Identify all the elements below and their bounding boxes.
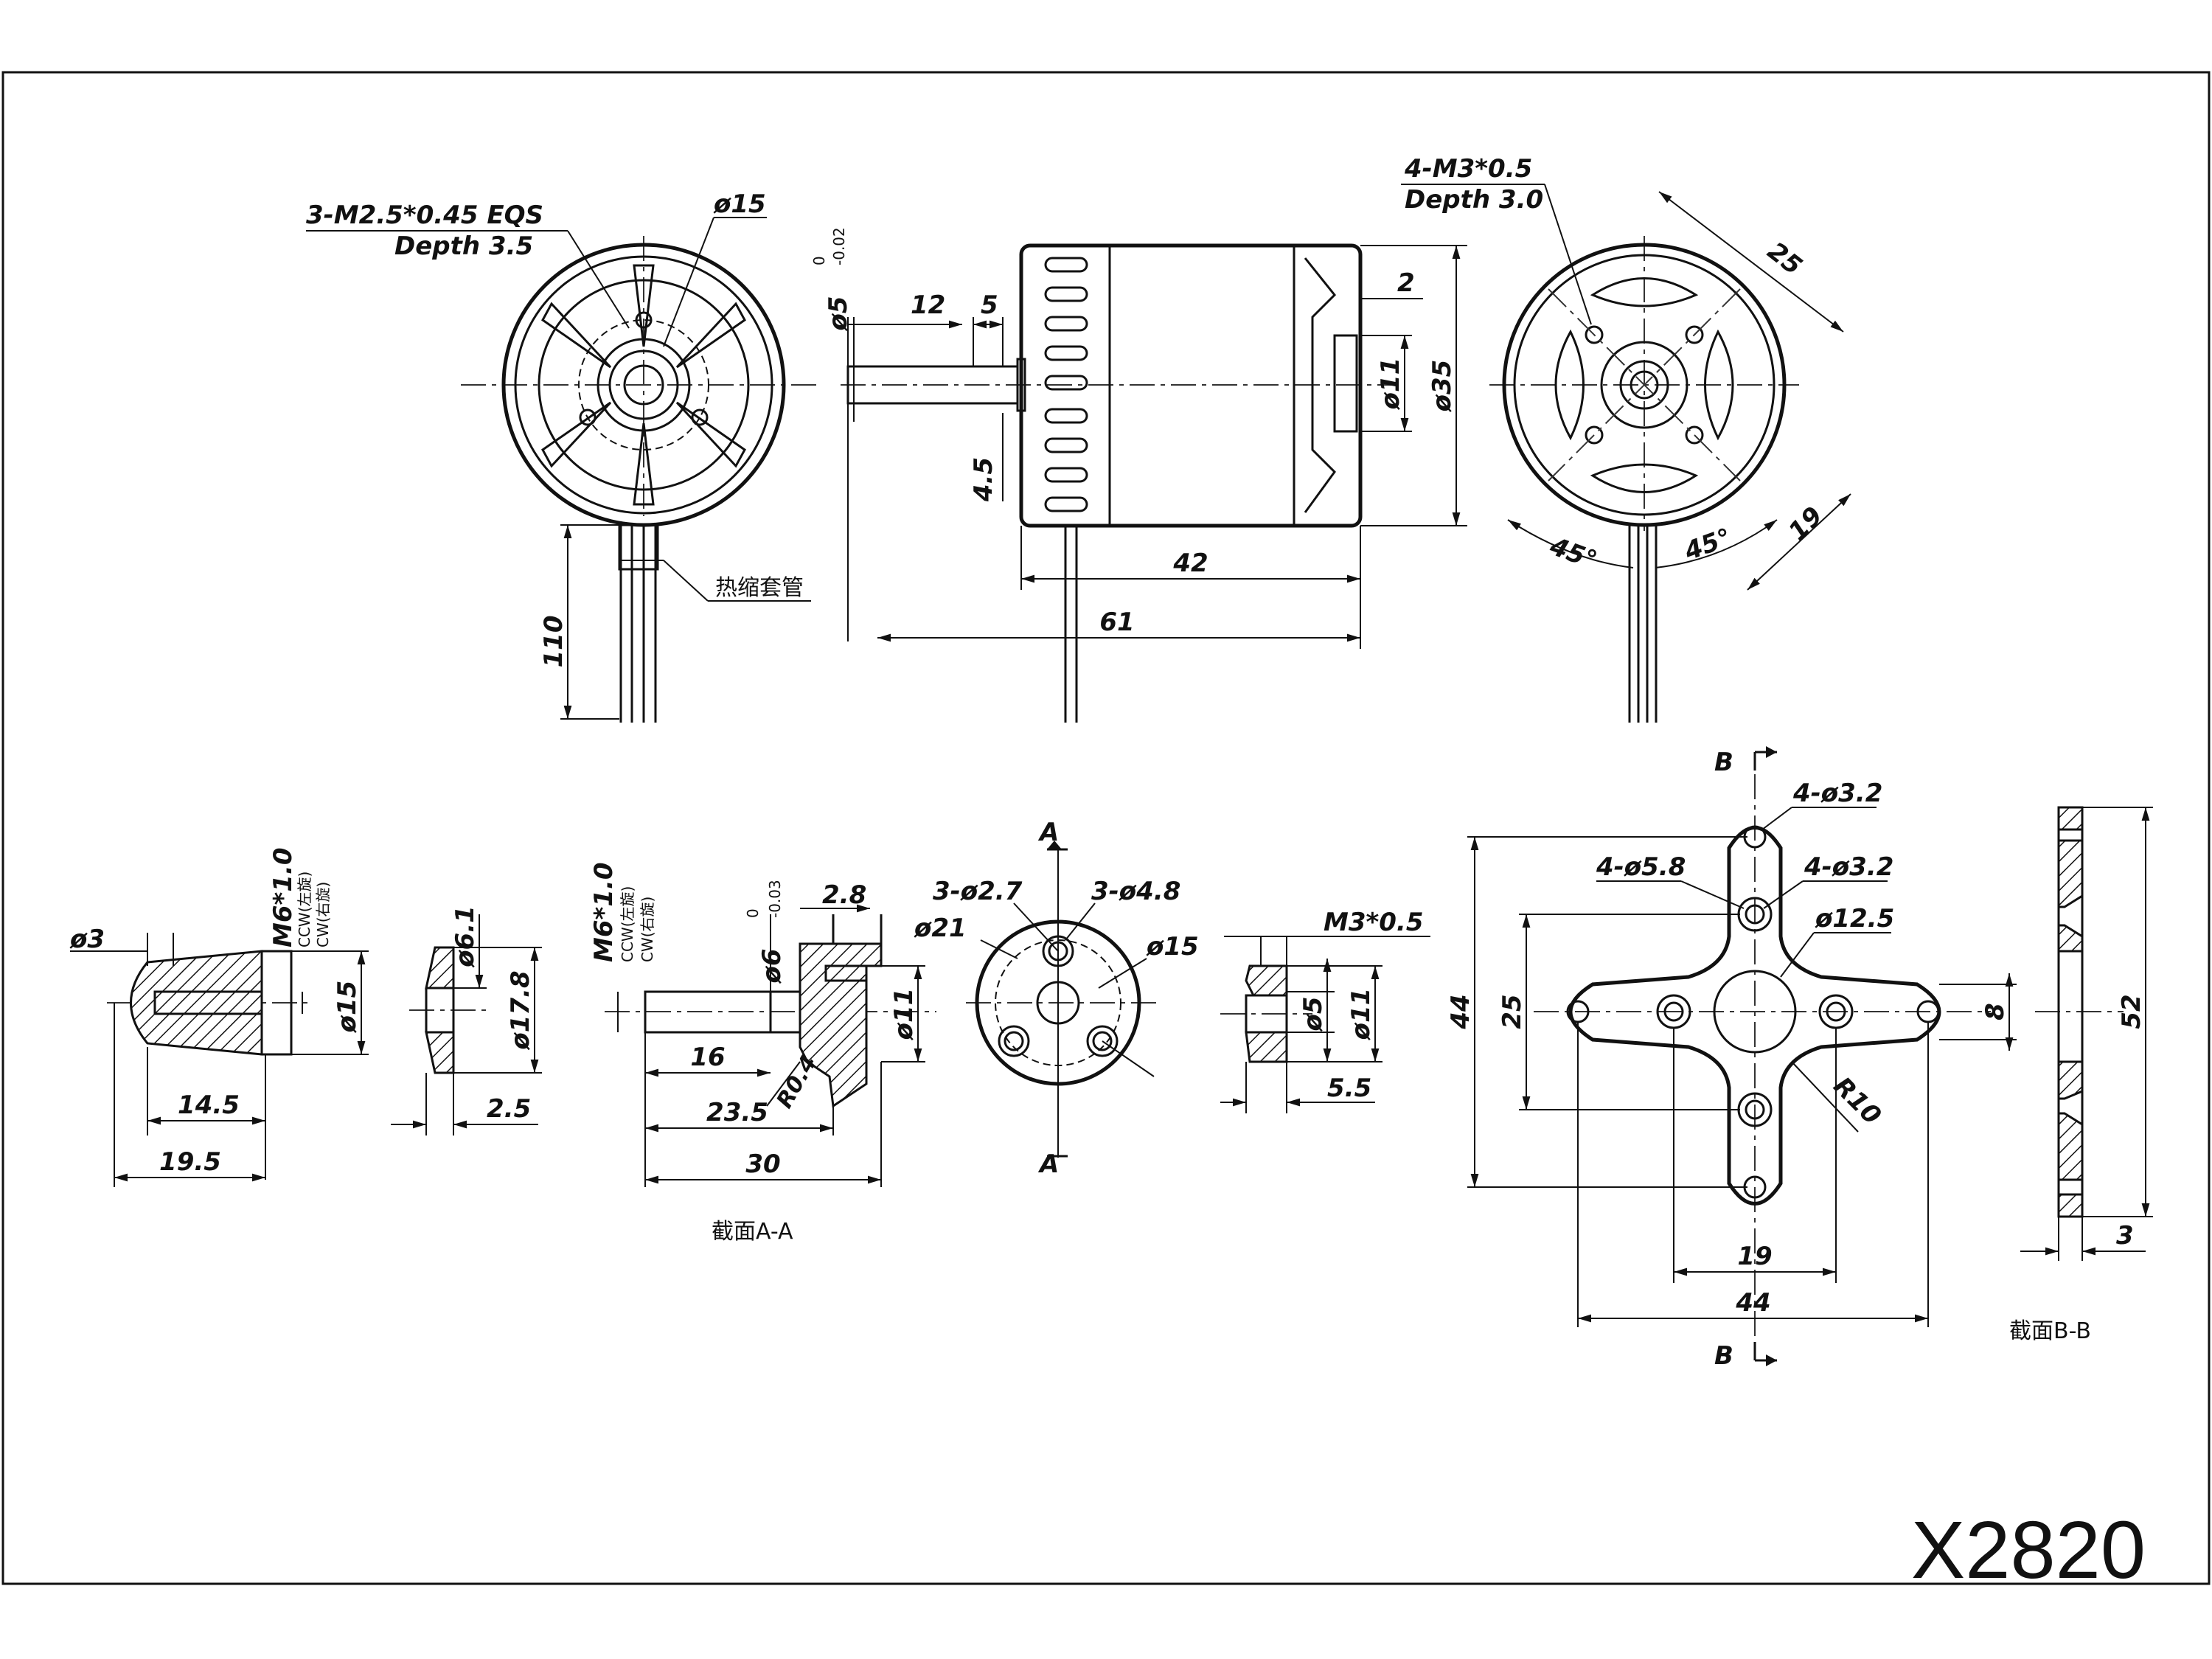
front-spokes bbox=[541, 264, 746, 506]
side-d2: 2 bbox=[1397, 268, 1415, 298]
rear-angle-left: 45° bbox=[1545, 532, 1601, 576]
side-shaft-tol-upper: 0 bbox=[810, 256, 828, 265]
adapter-cw: CW(右旋) bbox=[639, 897, 656, 962]
mount-section-bottom: B bbox=[1714, 1341, 1733, 1371]
adapter-dia21: ø21 bbox=[914, 914, 967, 943]
adapter-holes-small: 3-ø2.7 bbox=[933, 877, 1023, 906]
adapter-thread: M6*1.0 bbox=[589, 862, 619, 962]
side-dia11: ø11 bbox=[1376, 358, 1405, 411]
rear-d19: 19 bbox=[1783, 501, 1829, 547]
mount-section-top: B bbox=[1714, 748, 1733, 777]
spinner-ccw: CCW(左旋) bbox=[296, 872, 313, 947]
adapter-dia15: ø15 bbox=[1146, 932, 1199, 961]
washer-dia17-8: ø17.8 bbox=[506, 970, 535, 1050]
spinner-d19-5: 19.5 bbox=[159, 1147, 221, 1177]
side-d42: 42 bbox=[1172, 549, 1208, 578]
side-shaft-dia: ø5 bbox=[824, 296, 853, 331]
mount-hole-a: 4-ø3.2 bbox=[1792, 779, 1882, 808]
mount-d25: 25 bbox=[1498, 994, 1527, 1029]
sleeve-note: 热缩套管 bbox=[715, 575, 804, 601]
washer-d2-5: 2.5 bbox=[487, 1094, 531, 1124]
rear-depth-note: Depth 3.0 bbox=[1405, 185, 1543, 215]
lead-length-label: 110 bbox=[539, 616, 568, 668]
adapter-front-view: A A 3-ø2.7 3-ø4.8 ø21 ø15 bbox=[914, 818, 1199, 1179]
side-d4-5: 4.5 bbox=[969, 457, 998, 502]
spinner-view: ø3 M6*1.0 CCW(左旋) CW(右旋) ø15 14.5 19.5 bbox=[69, 847, 369, 1187]
collar-d5-5: 5.5 bbox=[1327, 1074, 1371, 1103]
mount-section-label: 截面B-B bbox=[2009, 1318, 2091, 1344]
mount-hole-c: 4-ø3.2 bbox=[1804, 852, 1893, 882]
adapter-dia11: ø11 bbox=[889, 988, 919, 1041]
spinner-thread: M6*1.0 bbox=[268, 847, 298, 947]
section-d3: 3 bbox=[2116, 1221, 2134, 1251]
vent-slots bbox=[1044, 257, 1088, 512]
adapter-section-label: 截面A-A bbox=[712, 1219, 793, 1245]
adapter-section-bottom: A bbox=[1037, 1150, 1059, 1179]
model-label: X2820 bbox=[1911, 1505, 2146, 1596]
rear-view: 4-M3*0.5 Depth 3.0 25 19 45° 45° bbox=[1401, 154, 1851, 723]
mount-d19: 19 bbox=[1737, 1242, 1772, 1271]
collar-dia5: ø5 bbox=[1298, 996, 1328, 1032]
front-dia15-label: ø15 bbox=[713, 189, 766, 219]
adapter-d2-8: 2.8 bbox=[822, 880, 866, 910]
collar-view: M3*0.5 ø5 ø11 5.5 bbox=[1220, 908, 1430, 1113]
adapter-section-top: A bbox=[1037, 818, 1059, 847]
front-thread-note: 3-M2.5*0.45 EQS bbox=[306, 201, 543, 230]
front-depth-note: Depth 3.5 bbox=[394, 232, 533, 261]
collar-dia11: ø11 bbox=[1346, 988, 1376, 1041]
section-d52: 52 bbox=[2117, 994, 2146, 1029]
spinner-d14-5: 14.5 bbox=[178, 1091, 240, 1120]
adapter-tol-lower: -0.03 bbox=[766, 880, 784, 918]
adapter-d23-5: 23.5 bbox=[706, 1098, 768, 1127]
adapter-d16: 16 bbox=[690, 1043, 725, 1072]
mount-hole-b: 4-ø5.8 bbox=[1596, 852, 1686, 882]
side-d12: 12 bbox=[911, 291, 945, 320]
side-dia35: ø35 bbox=[1427, 360, 1457, 413]
adapter-holes-large: 3-ø4.8 bbox=[1091, 877, 1180, 906]
adapter-tol-upper: 0 bbox=[744, 908, 762, 918]
rear-angle-right: 45° bbox=[1680, 523, 1735, 567]
side-shaft-tol-lower: -0.02 bbox=[830, 227, 848, 265]
side-d61: 61 bbox=[1099, 608, 1134, 637]
drawing-frame bbox=[1, 71, 2211, 1585]
mount-d8: 8 bbox=[1980, 1003, 2010, 1020]
mount-view: B B 4-ø3.2 4-ø5.8 4-ø3.2 ø12.5 bbox=[1446, 746, 2017, 1371]
mount-dia12-5: ø12.5 bbox=[1815, 904, 1894, 933]
spinner-dia3: ø3 bbox=[69, 925, 105, 954]
spinner-cw: CW(右旋) bbox=[314, 882, 332, 947]
side-view: 12 5 4.5 ø5 0 -0.02 2 ø11 ø35 42 61 bbox=[810, 227, 1467, 723]
adapter-radius: R0.4 bbox=[772, 1051, 822, 1113]
mount-d44-h: 44 bbox=[1735, 1288, 1770, 1318]
adapter-dia6: ø6 bbox=[757, 948, 787, 984]
mount-section-view: 52 3 截面B-B bbox=[2009, 806, 2153, 1344]
adapter-view: M6*1.0 CCW(左旋) CW(右旋) ø6 0 -0.03 2.8 ø11… bbox=[589, 862, 936, 1245]
front-view: 110 热缩套管 3-M2.5*0.45 EQS Depth 3.5 ø15 bbox=[306, 189, 818, 723]
mount-d44-v: 44 bbox=[1446, 994, 1475, 1029]
spinner-dia15: ø15 bbox=[333, 981, 362, 1034]
collar-thread: M3*0.5 bbox=[1324, 908, 1424, 937]
side-d5: 5 bbox=[981, 291, 998, 320]
adapter-d30: 30 bbox=[745, 1150, 780, 1179]
washer-view: ø6.1 ø17.8 2.5 bbox=[391, 905, 542, 1135]
rear-thread-note: 4-M3*0.5 bbox=[1404, 154, 1532, 184]
adapter-ccw: CCW(左旋) bbox=[619, 886, 636, 962]
washer-dia6-1: ø6.1 bbox=[451, 905, 480, 968]
